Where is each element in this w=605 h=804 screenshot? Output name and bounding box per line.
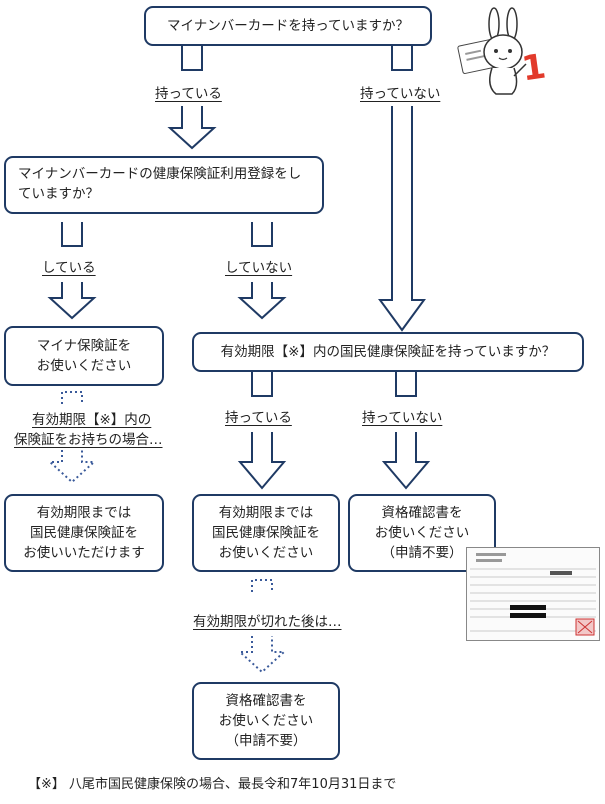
question-3-text: 有効期限【※】内の国民健康保険証を持っていますか？ [220,344,556,360]
dotted-stem-center [251,579,273,592]
label-q2-yes: している [42,260,96,276]
arrow-q2-no [237,282,287,320]
label-q1-no: 持っていない [360,86,441,102]
result-left-line-2: 国民健康保険証を [30,525,138,541]
arrow-q2-yes [47,282,97,320]
result-use-nhi-card: 有効期限までは 国民健康保険証を お使いください [192,494,340,572]
result-right-line-1: 資格確認書を [381,505,463,521]
arrow-q1-no [378,106,426,332]
arrow-stem-q1-yes [181,46,203,71]
result-myna-line-1: マイナ保険証を [36,338,132,354]
arrow-q3-yes [237,432,287,490]
footnote: 【※】 八尾市国民健康保険の場合、最長令和7年10月31日まで [28,777,397,792]
label-q3-yes: 持っている [225,410,292,426]
arrow-stem-q2-yes [61,222,83,247]
arrow-stem-q1-no [391,46,413,71]
question-has-valid-nhi-card: 有効期限【※】内の国民健康保険証を持っていますか？ [192,332,584,372]
arrow-q3-no [381,432,431,490]
result-eligibility-certificate-right: 資格確認書を お使いください （申請不要） [348,494,496,572]
result-right-line-2: お使いください [374,525,470,541]
result-right-line-3: （申請不要） [381,545,463,561]
result-left-line-1: 有効期限までは [36,505,132,521]
label-q2-no: していない [225,260,293,276]
result-center-line-3: お使いください [218,545,314,561]
question-2-text: マイナンバーカードの健康保険証利用登録をしていますか？ [18,166,302,202]
result-eligibility-certificate-bottom: 資格確認書を お使いください （申請不要） [192,682,340,760]
arrow-stem-q3-yes [251,372,273,397]
result-bottom-line-2: お使いください [218,713,314,729]
question-has-mynumber-card: マイナンバーカードを持っていますか？ [144,6,432,46]
arrow-q1-yes [167,106,217,150]
arrow-stem-q2-no [251,222,273,247]
note-after-expiry: 有効期限が切れた後は… [193,614,342,630]
rabbit-mascot-icon [457,7,527,95]
note-expiry-line-2: 保険証をお持ちの場合… [14,432,163,448]
result-bottom-line-3: （申請不要） [225,733,307,749]
result-bottom-line-1: 資格確認書を [225,693,307,709]
label-q1-yes: 持っている [155,86,222,102]
result-myna-line-2: お使いください [36,358,132,374]
note-expiry-holder: 有効期限【※】内の 保険証をお持ちの場合… [14,410,163,450]
result-use-myna-hokensho: マイナ保険証を お使いください [4,326,164,386]
result-center-line-2: 国民健康保険証を [212,525,320,541]
dotted-arrow-left [47,450,97,484]
eligibility-certificate-image [466,547,600,641]
result-use-until-expiry: 有効期限までは 国民健康保険証を お使いいただけます [4,494,164,572]
label-q3-no: 持っていない [362,410,443,426]
dotted-arrow-center [237,636,287,674]
dotted-stem-left [61,391,83,404]
question-health-insurance-registration: マイナンバーカードの健康保険証利用登録をしていますか？ [4,156,324,214]
result-left-line-3: お使いいただけます [23,545,145,561]
result-center-line-1: 有効期限までは [218,505,314,521]
question-1-text: マイナンバーカードを持っていますか？ [166,18,410,34]
arrow-stem-q3-no [395,372,417,397]
note-expiry-line-1: 有効期限【※】内の [32,412,152,428]
